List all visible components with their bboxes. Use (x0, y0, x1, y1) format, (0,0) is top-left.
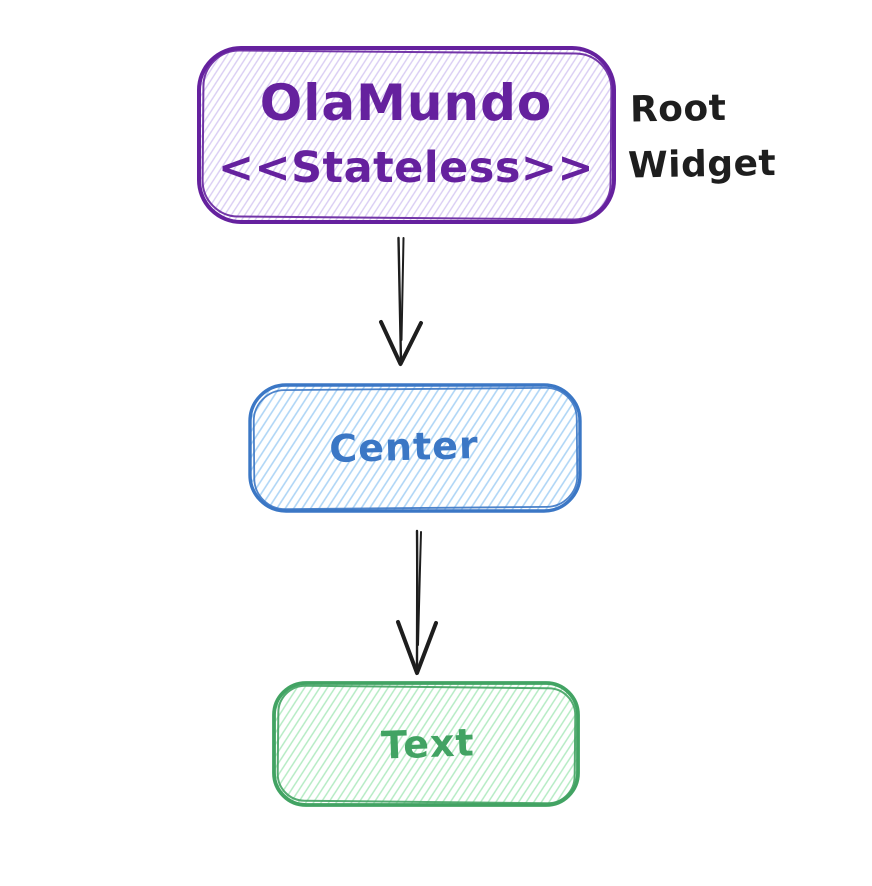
arrow-shaft-sketch (400, 237, 405, 341)
node-center: Center (248, 383, 582, 513)
center-node-label: Center (329, 423, 479, 471)
root-node-label-line2: <<Stateless>> (218, 143, 594, 193)
arrow-head (396, 620, 438, 675)
text-node-box-sketch-stroke (276, 684, 577, 805)
annotation-line2: Widget (628, 143, 777, 187)
root-widget-annotation: Root Widget (628, 88, 777, 187)
root-node-box (197, 46, 616, 224)
text-node-label: Text (381, 720, 476, 767)
root-node-label-line1: OlaMundo (260, 74, 552, 132)
root-node-box-sketch-stroke (201, 49, 613, 221)
arrow-root-to-center (379, 236, 423, 366)
arrow-shaft-sketch (417, 531, 422, 646)
arrow-center-to-text (396, 529, 438, 675)
center-node-box-sketch-stroke (252, 386, 579, 511)
node-root-widget: OlaMundo <<Stateless>> (197, 46, 616, 224)
annotation-line1: Root (630, 88, 727, 131)
text-node-box (272, 681, 580, 807)
center-node-box (248, 383, 582, 513)
node-text: Text (272, 681, 580, 807)
arrow-shaft (397, 236, 403, 364)
arrow-head (379, 320, 423, 366)
